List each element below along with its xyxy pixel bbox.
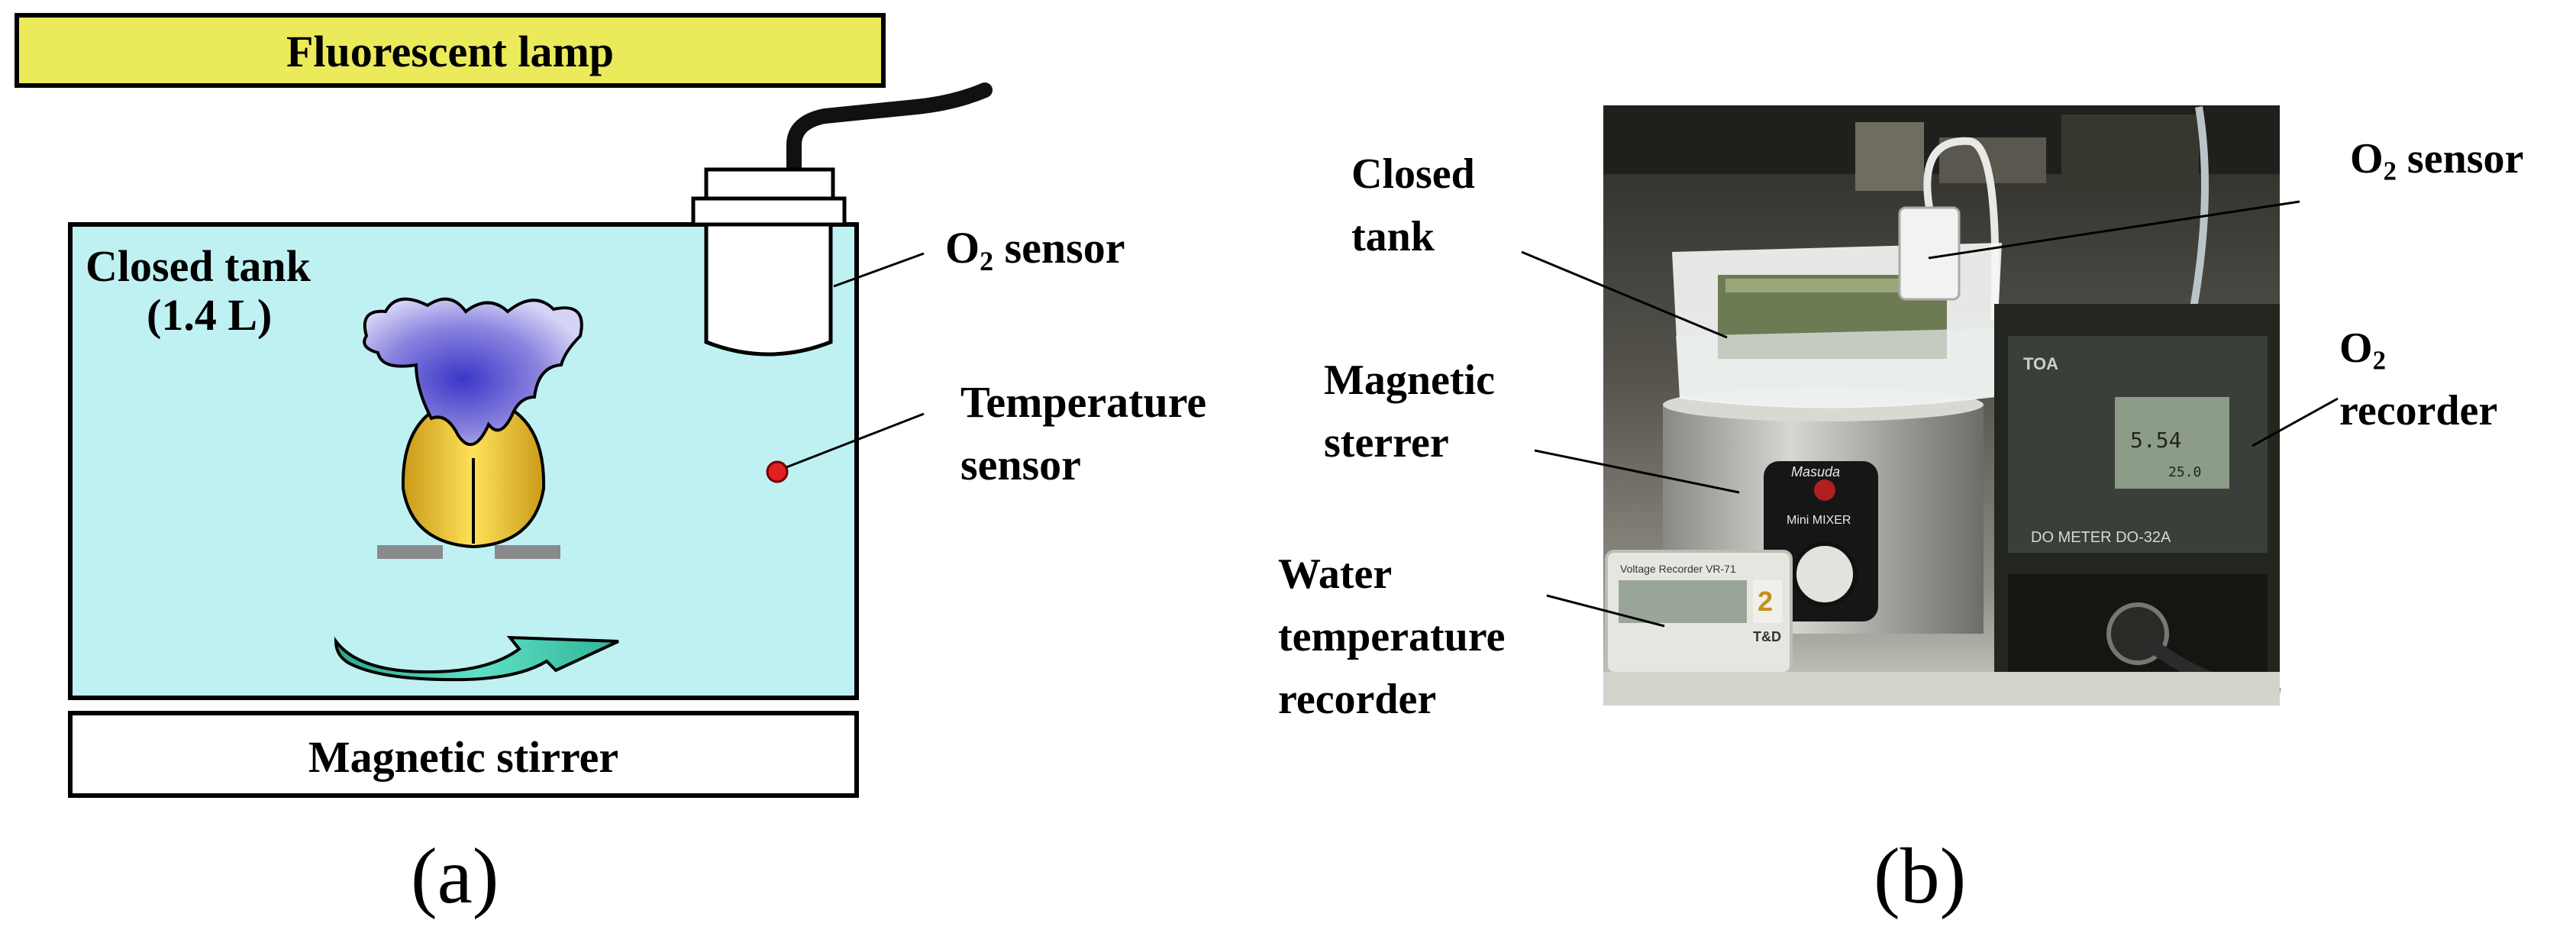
closed-tank-line1: Closed (1351, 150, 1475, 198)
leader-closed-tank (1521, 250, 1728, 339)
o2-recorder-line1: O2 (2339, 324, 2497, 374)
o2-sensor-probe (704, 222, 833, 357)
mixer-brand: Masuda (1791, 464, 1840, 479)
magnetic-stirrer-label: Magnetic stirrer (308, 732, 619, 782)
leader-o2-recorder (2252, 397, 2339, 447)
magnetic-stirrer-label-b: Magnetic sterrer (1324, 359, 1495, 464)
o2-recorder-main: O (2339, 324, 2373, 372)
o2-sensor-label-a: O2 sensor (945, 223, 1125, 276)
support-left (377, 545, 443, 559)
stir-arrow-icon (334, 635, 619, 682)
o2-sensor-label-a-sub: 2 (980, 246, 994, 277)
o2-sensor-cap (704, 167, 835, 202)
leader-water-recorder (1546, 594, 1665, 628)
leader-temp-sensor-a (786, 412, 925, 469)
o2-sensor-label-a-main: O (945, 223, 980, 273)
tank-label-line1: Closed tank (86, 241, 311, 291)
coral-icon (363, 297, 583, 447)
closed-tank-label-b: Closed tank (1351, 153, 1475, 258)
leader-o2-sensor-b (1928, 200, 2300, 260)
o2-sensor-label-b-main: O (2350, 135, 2384, 182)
sensor-cable (786, 82, 993, 180)
water-line3: recorder (1278, 676, 1437, 723)
o2-sensor-label-a-rest: sensor (993, 223, 1125, 273)
temperature-sensor-label: Temperature sensor (960, 380, 1206, 487)
water-line2: temperature (1278, 613, 1506, 660)
logger-title: Voltage Recorder VR-71 (1620, 563, 1736, 575)
o2-recorder-line2: recorder (2339, 387, 2498, 434)
support-right (495, 545, 560, 559)
magnetic-line1: Magnetic (1324, 357, 1495, 404)
temp-sensor-line2: sensor (960, 440, 1081, 489)
o2-recorder-sub: 2 (2372, 345, 2386, 376)
water-line1: Water (1278, 550, 1393, 598)
logger-brand: T&D (1753, 629, 1781, 644)
temperature-sensor-dot (766, 460, 789, 483)
o2-sensor-label-b-sub: 2 (2383, 156, 2397, 186)
meter-temp: 25.0 (2168, 464, 2201, 480)
mixer-name: Mini MIXER (1787, 514, 1851, 527)
lamp-label: Fluorescent lamp (286, 27, 615, 76)
o2-sensor-label-b: O2 sensor (2350, 135, 2524, 185)
equipment-photo (1603, 105, 2281, 705)
o2-recorder-label: O2 recorder (2339, 327, 2497, 432)
lamp-bar (15, 13, 886, 88)
magnetic-stirrer-box (68, 711, 859, 798)
o2-sensor-label-b-rest: sensor (2396, 135, 2524, 182)
leader-magnetic-stirrer (1534, 449, 1740, 494)
tank-label: Closed tank (1.4 L) (86, 244, 311, 337)
logger-channel: 2 (1758, 586, 1773, 617)
tank-label-line2: (1.4 L) (147, 290, 273, 340)
temp-sensor-line1: Temperature (960, 377, 1207, 427)
meter-model: DO METER DO-32A (2031, 529, 2171, 546)
water-temperature-recorder-label: Water temperature recorder (1278, 553, 1506, 721)
meter-brand: TOA (2023, 354, 2058, 373)
caption-a: (a) (411, 832, 499, 920)
meter-reading: 5.54 (2130, 428, 2181, 453)
magnetic-line2: sterrer (1324, 419, 1449, 466)
o2-sensor-collar (691, 196, 847, 227)
closed-tank-line2: tank (1351, 213, 1435, 260)
leader-o2-sensor-a (833, 252, 925, 288)
caption-b: (b) (1874, 832, 1967, 920)
